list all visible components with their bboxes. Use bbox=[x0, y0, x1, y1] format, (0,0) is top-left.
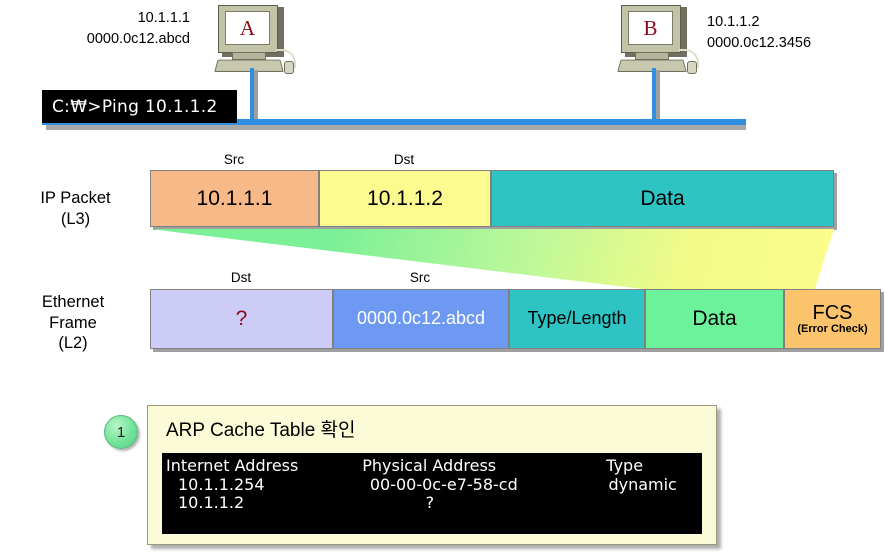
ip-src-value: 10.1.1.1 bbox=[196, 186, 273, 210]
network-backbone-cable bbox=[42, 119, 746, 125]
drop-line-shadow-a bbox=[254, 70, 258, 125]
drop-line-b bbox=[652, 68, 656, 125]
eth-dst-value: ? bbox=[235, 307, 248, 331]
arp-row-physical-address: 00-00-0c-e7-58-cd bbox=[369, 474, 518, 494]
monitor-screen-a: A bbox=[225, 11, 270, 45]
computer-icon-b[interactable]: B bbox=[617, 5, 703, 77]
ip-data-field[interactable]: Data bbox=[491, 170, 834, 227]
command-prompt-box[interactable]: C:₩>Ping 10.1.1.2 bbox=[42, 90, 237, 123]
host-a-letter: A bbox=[239, 15, 256, 40]
mouse-icon bbox=[284, 61, 294, 74]
eth-dst-field[interactable]: ? bbox=[150, 289, 333, 349]
arp-header-internet-address: Internet Address bbox=[166, 456, 299, 475]
eth-fcs-sublabel: (Error Check) bbox=[797, 323, 868, 336]
arp-row-internet-address: 10.1.1.2 bbox=[178, 493, 245, 513]
mouse-cord bbox=[679, 49, 699, 68]
arp-header-physical-address: Physical Address bbox=[362, 456, 497, 475]
ip-dst-field[interactable]: 10.1.1.2 bbox=[319, 170, 491, 227]
ip-data-value: Data bbox=[640, 186, 685, 210]
eth-type-length-field[interactable]: Type/Length bbox=[509, 289, 645, 349]
eth-fcs-field[interactable]: FCS (Error Check) bbox=[784, 289, 881, 349]
host-b-ip: 10.1.1.2 bbox=[707, 14, 760, 30]
arp-row-physical-address: ? bbox=[425, 493, 435, 513]
mouse-cord bbox=[276, 49, 296, 68]
arp-panel-title: ARP Cache Table 확인 bbox=[166, 420, 356, 441]
arp-cache-panel: ARP Cache Table 확인 Internet Address Phys… bbox=[147, 405, 717, 545]
ip-packet-row-label: IP Packet (L3) bbox=[40, 189, 111, 228]
network-backbone-shadow bbox=[46, 125, 746, 130]
monitor-neck bbox=[232, 52, 266, 60]
computer-icon-a[interactable]: A bbox=[214, 5, 300, 77]
monitor-neck bbox=[635, 52, 669, 60]
ip-dst-value: 10.1.1.2 bbox=[367, 186, 443, 210]
ip-src-caption: Src bbox=[223, 152, 245, 167]
eth-data-field[interactable]: Data bbox=[645, 289, 784, 349]
host-b-mac: 0000.0c12.3456 bbox=[707, 35, 812, 52]
monitor-screen-b: B bbox=[628, 11, 673, 45]
eth-src-field[interactable]: 0000.0c12.abcd bbox=[333, 289, 509, 349]
arp-header-type: Type bbox=[606, 456, 644, 475]
mouse-icon bbox=[687, 61, 697, 74]
ip-dst-caption: Dst bbox=[393, 152, 415, 167]
drop-line-shadow-b bbox=[656, 70, 660, 125]
step-number: 1 bbox=[116, 423, 126, 441]
eth-fcs-value: FCS bbox=[812, 302, 853, 325]
arp-table-row: 10.1.1.2 ? bbox=[166, 494, 702, 513]
ping-command-text: C:₩>Ping 10.1.1.2 bbox=[52, 96, 218, 117]
arp-table-header-row: Internet Address Physical Address Type bbox=[166, 456, 702, 476]
eth-dst-caption: Dst bbox=[230, 270, 252, 285]
host-a-label: 10.1.1.1 0000.0c12.abcd bbox=[40, 8, 190, 50]
keyboard-base bbox=[214, 59, 284, 73]
ethernet-frame-row-label: Ethernet Frame (L2) bbox=[41, 293, 105, 353]
step-number-badge: 1 bbox=[104, 415, 138, 449]
drop-line-a bbox=[250, 68, 254, 125]
arp-row-type: dynamic bbox=[608, 474, 677, 494]
arp-console-output: Internet Address Physical Address Type 1… bbox=[162, 453, 702, 534]
host-b-label: 10.1.1.2 0000.0c12.3456 bbox=[707, 12, 882, 54]
host-b-letter: B bbox=[643, 15, 658, 40]
host-a-ip: 10.1.1.1 bbox=[137, 10, 190, 26]
ip-src-field[interactable]: 10.1.1.1 bbox=[150, 170, 319, 227]
eth-src-caption: Src bbox=[409, 270, 431, 285]
eth-type-length-value: Type/Length bbox=[527, 308, 627, 329]
arp-table-row: 10.1.1.254 00-00-0c-e7-58-cd dynamic bbox=[166, 474, 702, 495]
eth-data-value: Data bbox=[692, 307, 737, 331]
arp-row-internet-address: 10.1.1.254 bbox=[178, 474, 265, 494]
arp-row-type bbox=[624, 494, 702, 513]
host-a-mac: 0000.0c12.abcd bbox=[86, 31, 190, 48]
eth-src-value: 0000.0c12.abcd bbox=[356, 308, 486, 329]
